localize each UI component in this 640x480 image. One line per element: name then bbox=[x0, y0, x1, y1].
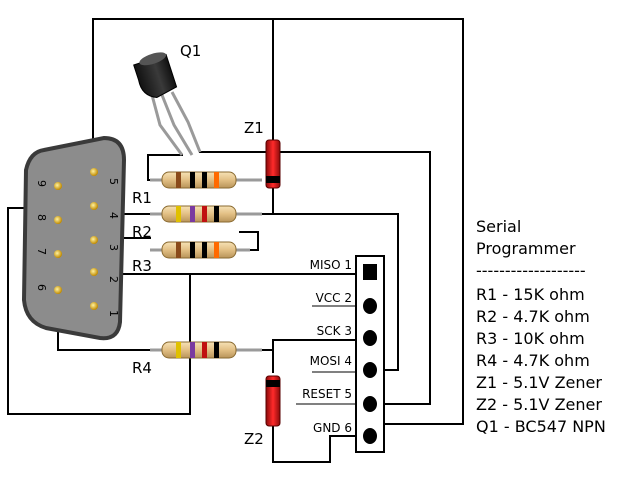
resistor-r4: R4 bbox=[132, 341, 262, 377]
db9-pins bbox=[54, 168, 98, 310]
label-r4: R4 bbox=[132, 359, 152, 377]
legend-item: Z1 - 5.1V Zener bbox=[476, 373, 602, 392]
wires bbox=[7, 18, 464, 463]
db9-pin-3 bbox=[90, 236, 98, 244]
r1-band-2 bbox=[190, 172, 195, 188]
transistor-q1: Q1 bbox=[133, 42, 202, 156]
header-label-sck: SCK 3 bbox=[317, 324, 352, 338]
legend-title-line1: Serial bbox=[476, 217, 521, 236]
db9-pin-label-2: 2 bbox=[107, 276, 120, 283]
header-label-mosi: MOSI 4 bbox=[310, 354, 352, 368]
r3-band-3 bbox=[202, 242, 207, 258]
label-z2: Z2 bbox=[244, 430, 264, 448]
header-pin-5 bbox=[363, 396, 377, 412]
header-pin-1 bbox=[363, 264, 377, 280]
r2-band-2 bbox=[190, 206, 195, 222]
z1-band bbox=[266, 176, 280, 183]
label-r1: R1 bbox=[132, 189, 152, 207]
db9-pin-label-7: 7 bbox=[35, 248, 48, 255]
db9-pin-label-6: 6 bbox=[35, 284, 48, 291]
legend-item: Z2 - 5.1V Zener bbox=[476, 395, 602, 414]
r3-body bbox=[161, 241, 237, 259]
db9-pin-8 bbox=[54, 216, 62, 224]
wire-r2-mosi bbox=[261, 213, 399, 371]
header-pin-2 bbox=[363, 298, 377, 314]
r2-band-3 bbox=[202, 206, 207, 222]
header-pin-3 bbox=[363, 330, 377, 346]
legend-item: R3 - 10K ohm bbox=[476, 329, 585, 348]
header-labels: MISO 1 VCC 2 SCK 3 MOSI 4 RESET 5 GND 6 bbox=[302, 258, 352, 435]
r1-band-4 bbox=[214, 172, 219, 188]
label-r3: R3 bbox=[132, 257, 152, 275]
legend: Serial Programmer ------------------- R1… bbox=[476, 217, 606, 436]
wire-z2-bottom bbox=[272, 424, 356, 463]
db9-connector: 5 4 3 2 1 9 8 7 6 bbox=[21, 135, 127, 341]
db9-pin-label-1: 1 bbox=[107, 310, 120, 317]
legend-item: Q1 - BC547 NPN bbox=[476, 417, 606, 436]
header-label-vcc: VCC 2 bbox=[316, 291, 352, 305]
z2-body bbox=[265, 375, 281, 427]
header-label-miso: MISO 1 bbox=[310, 258, 352, 272]
db9-pin-numbers: 5 4 3 2 1 9 8 7 6 bbox=[35, 178, 120, 317]
header-pin-4 bbox=[363, 362, 377, 378]
r4-band-2 bbox=[190, 342, 195, 358]
header-stubs bbox=[296, 305, 356, 405]
r2-body bbox=[161, 205, 237, 223]
legend-item: R4 - 4.7K ohm bbox=[476, 351, 590, 370]
r4-body bbox=[161, 341, 237, 359]
isp-header: MISO 1 VCC 2 SCK 3 MOSI 4 RESET 5 GND 6 bbox=[296, 255, 385, 453]
header-label-gnd: GND 6 bbox=[313, 421, 352, 435]
header-pin-6 bbox=[363, 428, 377, 444]
resistor-r2: R2 bbox=[132, 205, 262, 241]
r2-band-4 bbox=[214, 206, 219, 222]
header-label-reset: RESET 5 bbox=[302, 387, 352, 401]
q1-leg-2 bbox=[160, 94, 194, 156]
db9-pin-4 bbox=[90, 202, 98, 210]
q1-leg-1 bbox=[150, 94, 184, 156]
r1-band-3 bbox=[202, 172, 207, 188]
r3-band-1 bbox=[176, 242, 181, 258]
r4-band-1 bbox=[176, 342, 181, 358]
legend-item: R2 - 4.7K ohm bbox=[476, 307, 590, 326]
wire-r3-right bbox=[239, 231, 259, 251]
resistor-r1: R1 bbox=[132, 171, 262, 207]
wire-q1-reset bbox=[199, 151, 431, 405]
zener-z2: Z2 bbox=[244, 375, 281, 448]
r1-band-1 bbox=[176, 172, 181, 188]
r3-band-4 bbox=[214, 242, 219, 258]
zener-z1: Z1 bbox=[244, 119, 281, 189]
q1-top bbox=[139, 52, 167, 66]
db9-pin-5 bbox=[90, 168, 98, 176]
db9-pin-label-4: 4 bbox=[107, 212, 120, 219]
db9-pin-6 bbox=[54, 286, 62, 294]
legend-divider: ------------------- bbox=[476, 261, 586, 280]
legend-item: R1 - 15K ohm bbox=[476, 285, 585, 304]
label-r2: R2 bbox=[132, 223, 152, 241]
header-body bbox=[355, 255, 385, 453]
r1-body bbox=[161, 171, 237, 189]
db9-pin-label-9: 9 bbox=[35, 180, 48, 187]
db9-pin-7 bbox=[54, 250, 62, 258]
db9-pin-9 bbox=[54, 182, 62, 190]
legend-title-line2: Programmer bbox=[476, 239, 576, 258]
r4-band-4 bbox=[214, 342, 219, 358]
db9-pin-label-5: 5 bbox=[107, 178, 120, 185]
label-z1: Z1 bbox=[244, 119, 264, 137]
r3-band-2 bbox=[190, 242, 195, 258]
wire-miso bbox=[7, 207, 191, 415]
db9-pin-1 bbox=[90, 302, 98, 310]
r2-band-1 bbox=[176, 206, 181, 222]
db9-pin-label-8: 8 bbox=[35, 214, 48, 221]
wire-top-loop bbox=[92, 18, 464, 425]
resistor-r3: R3 bbox=[132, 241, 250, 275]
z2-band bbox=[266, 380, 280, 387]
db9-shell bbox=[21, 135, 127, 341]
db9-pin-label-3: 3 bbox=[107, 244, 120, 251]
db9-pin-2 bbox=[90, 268, 98, 276]
r4-band-3 bbox=[202, 342, 207, 358]
q1-leg-3 bbox=[170, 91, 202, 153]
label-q1: Q1 bbox=[180, 42, 201, 60]
